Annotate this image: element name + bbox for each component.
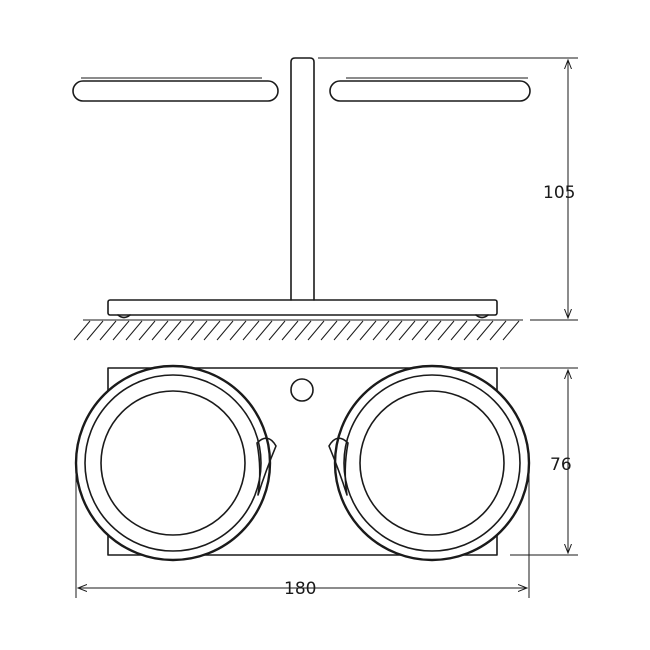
hatch-line [450,320,468,341]
base-plate [107,299,498,319]
hatch-line [411,320,429,341]
depth-dimension: 76 [500,367,578,556]
hatch-line [229,320,247,341]
hatch-line [99,320,117,341]
hatch-line [372,320,390,341]
right-ring-plan [328,364,531,562]
width-label: 180 [284,579,316,599]
hatch-line [190,320,208,341]
mounting-hole [290,378,314,402]
hatch-line [138,320,156,341]
floor-hatch [73,319,523,341]
hatch-line [112,320,130,341]
hatch-line [333,320,351,341]
center-post [290,57,315,301]
hatch-line [294,320,312,341]
hatch-line [164,320,182,341]
hatch-line [385,320,403,341]
hatch-line [307,320,325,341]
hatch-line [502,320,520,341]
plan-view [74,364,531,562]
width-dimension: 180 [75,465,530,599]
hatch-line [151,320,169,341]
hatch-line [398,320,416,341]
hatch-line [242,320,260,341]
hatch-line [177,320,195,341]
hatch-line [281,320,299,341]
hatch-line [320,320,338,341]
left-ring-plan [74,364,277,562]
height-dimension: 105 [318,57,578,321]
hatch-line [125,320,143,341]
hatch-line [255,320,273,341]
hatch-line [359,320,377,341]
hatch-line [489,320,507,341]
right-ring-side [329,77,531,102]
hatch-line [203,320,221,341]
hatch-line [73,320,91,341]
hatch-line [86,320,104,341]
hatch-line [424,320,442,341]
hatch-line [463,320,481,341]
hatch-line [437,320,455,341]
hatch-line [346,320,364,341]
hatch-line [216,320,234,341]
hatch-line [268,320,286,341]
left-ring-side [72,77,279,102]
height-label: 105 [543,183,575,203]
elevation-view [72,57,531,341]
depth-label: 76 [550,455,572,475]
hatch-line [476,320,494,341]
